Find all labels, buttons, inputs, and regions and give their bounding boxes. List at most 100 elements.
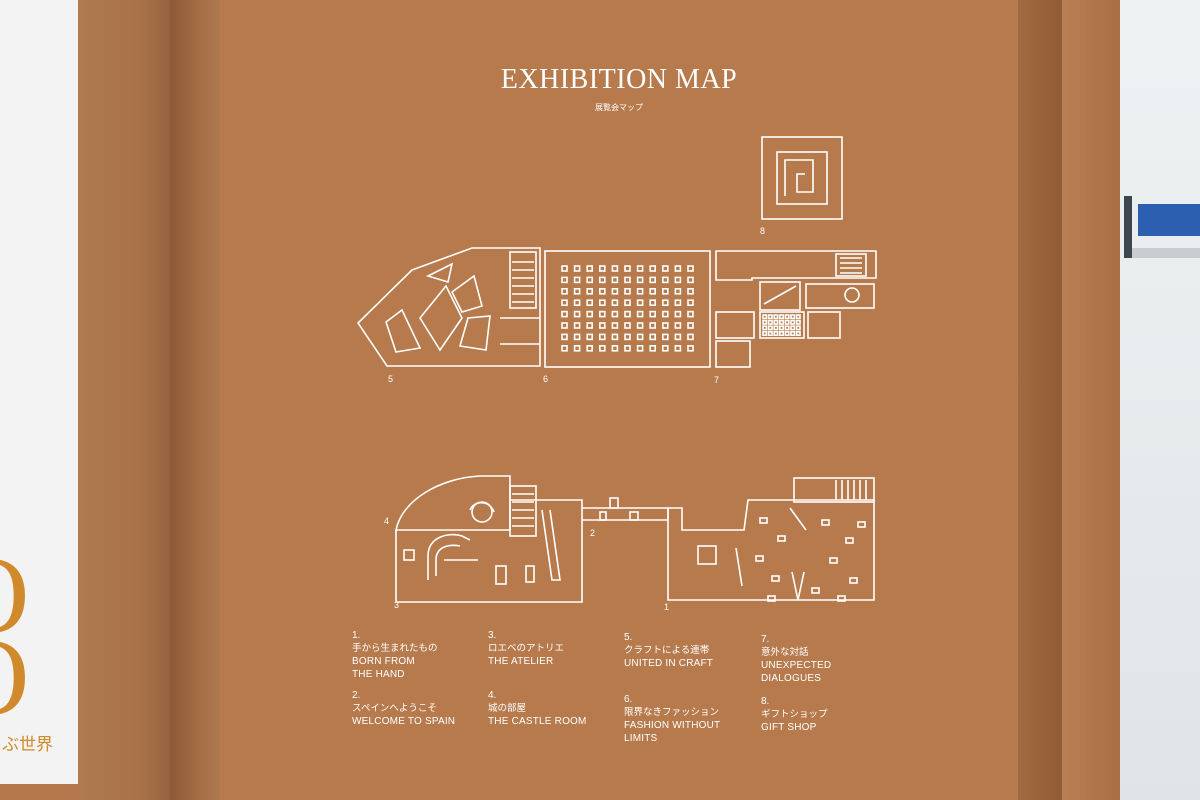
legend-en-label: DIALOGUES <box>761 673 822 684</box>
display-case <box>687 333 694 341</box>
display-case <box>674 333 682 341</box>
poster-logo-ring-top: O <box>0 540 29 650</box>
legend-item-3: 3. ロエベのアトリエ THE ATELIER <box>488 629 564 668</box>
display-case <box>598 344 606 352</box>
cardboard-panel-edge <box>170 0 220 800</box>
legend-en-label: FASHION WITHOUT <box>624 720 721 731</box>
display-case <box>611 265 619 272</box>
display-case <box>795 325 801 331</box>
display-case <box>661 333 669 341</box>
display-case <box>586 322 594 329</box>
display-case <box>561 344 568 352</box>
display-case <box>778 330 784 336</box>
display-case <box>561 322 568 329</box>
display-case <box>773 330 779 336</box>
display-case <box>661 310 669 318</box>
exhibit-plinth <box>767 595 776 602</box>
display-case <box>661 322 669 329</box>
display-case <box>561 287 568 295</box>
room-3-the-atelier <box>395 499 583 603</box>
display-case <box>598 265 606 272</box>
display-case <box>636 344 644 352</box>
legend-number: 6. <box>624 694 633 705</box>
plan-label-1: 1 <box>664 602 669 612</box>
legend-number: 1. <box>352 630 361 641</box>
legend-en-label: UNEXPECTED <box>761 660 832 671</box>
legend-jp-label: ギフトショップ <box>761 709 828 720</box>
display-case <box>586 265 594 272</box>
plan-label-2: 2 <box>590 528 595 538</box>
display-case <box>624 333 631 341</box>
plan-label-6: 6 <box>543 374 548 384</box>
display-case <box>674 310 682 318</box>
legend-item-1: 1. 手から生まれたもの BORN FROM THE HAND <box>352 629 438 681</box>
room-5-united-in-craft <box>356 247 541 367</box>
display-case <box>636 322 644 329</box>
display-case <box>586 287 594 295</box>
exhibit-plinth <box>837 595 846 602</box>
plan-label-4: 4 <box>384 516 389 526</box>
room-7-unexpected-dialogues <box>715 250 877 368</box>
map-subtitle: 展覧会マップ <box>595 103 643 112</box>
display-case <box>674 287 682 295</box>
shelf-base <box>1132 248 1200 258</box>
display-case <box>561 333 568 341</box>
display-case <box>598 299 606 307</box>
display-case <box>636 287 644 295</box>
display-case <box>636 265 644 272</box>
display-case <box>649 276 657 284</box>
legend-jp-label: 限界なきファッション <box>624 707 720 718</box>
display-case <box>762 325 768 331</box>
exhibit-plinth <box>857 521 866 528</box>
display-case <box>674 276 682 284</box>
display-case <box>661 299 669 307</box>
display-case <box>784 314 790 320</box>
display-case <box>674 299 682 307</box>
display-case <box>636 333 644 341</box>
display-case <box>573 276 581 284</box>
display-case <box>561 310 568 318</box>
legend-number: 7. <box>761 634 770 645</box>
legend-number: 4. <box>488 690 497 701</box>
display-case <box>573 265 581 272</box>
display-case <box>790 319 796 325</box>
display-case <box>649 299 657 307</box>
display-case <box>784 330 790 336</box>
plan-label-5: 5 <box>388 374 393 384</box>
display-case <box>649 333 657 341</box>
legend-item-5: 5. クラフトによる連帯 UNITED IN CRAFT <box>624 631 713 670</box>
display-case <box>611 310 619 318</box>
display-case <box>767 330 773 336</box>
staircase-upper-left <box>500 251 540 345</box>
display-case <box>586 299 594 307</box>
display-case <box>573 310 581 318</box>
legend-en-label: THE ATELIER <box>488 656 554 667</box>
room-1-born-from-the-hand <box>667 477 875 602</box>
display-case <box>573 287 581 295</box>
display-case <box>767 319 773 325</box>
poster-logo-ring-bottom: O <box>0 622 29 732</box>
display-case <box>624 322 631 329</box>
exhibit-plinth <box>821 519 830 526</box>
legend-item-8: 8. ギフトショップ GIFT SHOP <box>761 695 828 734</box>
display-case <box>573 322 581 329</box>
display-case <box>790 325 796 331</box>
display-case <box>586 276 594 284</box>
display-case <box>795 330 801 336</box>
display-case <box>773 319 779 325</box>
display-case <box>795 319 801 325</box>
display-case <box>598 333 606 341</box>
display-case <box>624 287 631 295</box>
legend-en-label: UNITED IN CRAFT <box>624 658 714 669</box>
display-case <box>762 330 768 336</box>
legend-en-label: BORN FROM <box>352 656 415 667</box>
display-case <box>649 344 657 352</box>
display-case <box>598 322 606 329</box>
display-case <box>778 325 784 331</box>
display-case <box>687 287 694 295</box>
map-board <box>220 0 1018 800</box>
display-case <box>573 333 581 341</box>
room-4-castle-room <box>395 475 511 531</box>
display-case <box>624 344 631 352</box>
staircase-lower-left <box>509 485 537 537</box>
